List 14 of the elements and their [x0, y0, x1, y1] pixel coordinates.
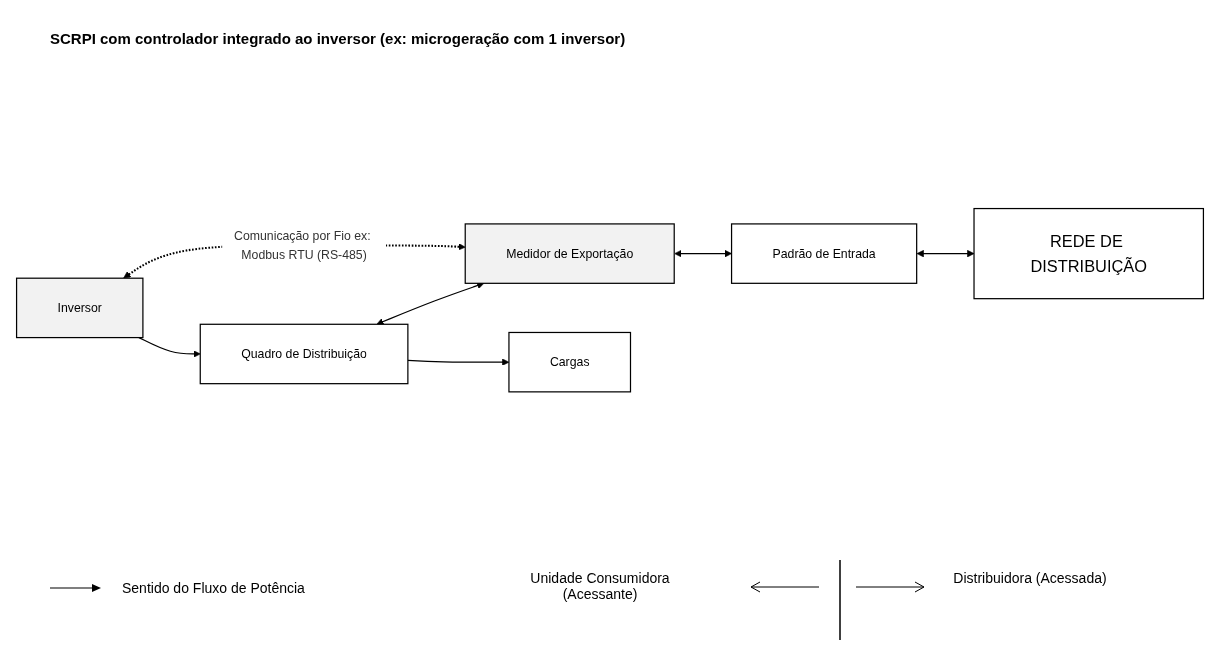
side-label: Unidade Consumidora (Acessante): [529, 570, 671, 602]
node-box: Cargas: [508, 331, 632, 393]
arrow: [138, 336, 201, 358]
side-label: Distribuidora (Acessada): [952, 570, 1108, 586]
arrow: [916, 249, 975, 257]
diagram-title: SCRPI com controlador integrado ao inversor (ex: microgeração com 1 inversor): [50, 30, 626, 47]
legend-text: Sentido do Fluxo de Potência: [122, 580, 305, 596]
node-box: Quadro de Distribuição: [199, 323, 409, 385]
arrow: [674, 249, 732, 257]
node-box: REDE DE DISTRIBUIÇÃO: [973, 207, 1205, 300]
node-box: Inversor: [15, 277, 144, 338]
node-box: Medidor de Exportação: [464, 223, 675, 284]
edge-label: Comunicação por Fio ex: Modbus RTU (RS-485): [234, 228, 371, 261]
node-box: Padrão de Entrada: [730, 223, 918, 284]
